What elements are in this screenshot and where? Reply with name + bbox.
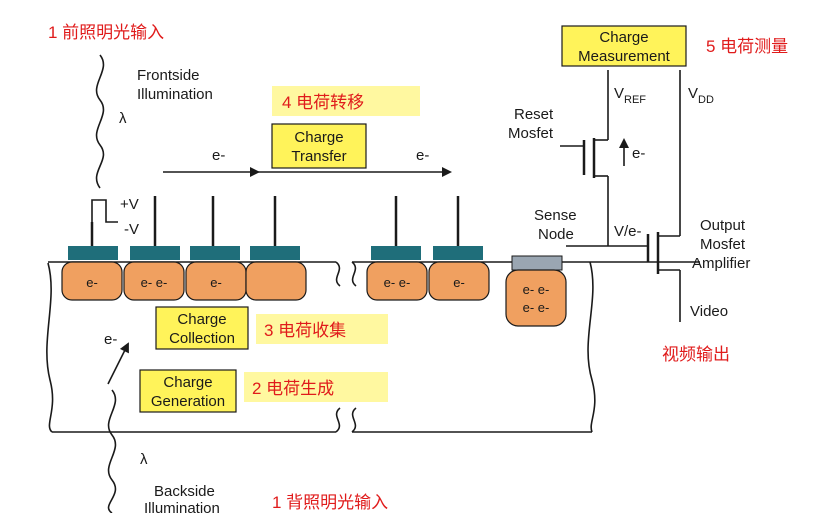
gate-electrode: [68, 246, 118, 260]
svg-text:e-: e-: [210, 275, 222, 290]
measurement-box-line2: Measurement: [578, 48, 671, 65]
backside-cn-label: 1 背照明光输入: [272, 493, 388, 512]
collection-box-line1: Charge: [177, 311, 226, 328]
svg-text:e- e-: e- e-: [523, 300, 550, 315]
generated-electron-label: e-: [104, 331, 117, 348]
generation-box: [139, 369, 237, 413]
generation-box-line1: Charge: [163, 374, 212, 391]
transfer-box: [271, 123, 367, 169]
output-label-line3: Amplifier: [692, 255, 750, 272]
gate-electrode: [371, 246, 421, 260]
sense-label-line2: Node: [538, 226, 574, 243]
measurement-cn-label: 5 电荷测量: [706, 37, 788, 56]
frontside-lambda: λ: [119, 110, 127, 127]
output-label-line2: Mosfet: [700, 236, 746, 253]
vref-label: VREF: [614, 85, 646, 106]
backside-wave: [107, 389, 117, 513]
pixel-well: [245, 261, 307, 301]
pixel-well: e- e-: [123, 261, 185, 301]
sense-label-line1: Sense: [534, 207, 577, 224]
backside-en-line1: Backside: [154, 483, 215, 500]
gate-electrode: [190, 246, 240, 260]
measurement-box-line1: Charge: [599, 29, 648, 46]
transfer-box-line1: Charge: [294, 129, 343, 146]
gate-electrode: [250, 246, 300, 260]
video-cn-label: 视频输出: [662, 345, 730, 364]
svg-text:e-: e-: [86, 275, 98, 290]
pixel-well: e-: [428, 261, 490, 301]
sense-node-well: e- e- e- e-: [505, 269, 567, 327]
plus-v-label: +V: [120, 196, 139, 213]
backside-lambda: λ: [140, 451, 148, 468]
frontside-cn-label: 1 前照明光输入: [48, 23, 164, 42]
transfer-electron-left: e-: [212, 147, 225, 164]
substrate-left-edge: [46, 262, 54, 433]
frontside-en-line2: Illumination: [137, 86, 213, 103]
break-mark: [351, 261, 357, 287]
transfer-cn-label: 4 电荷转移: [282, 93, 364, 112]
reset-electron-label: e-: [632, 145, 645, 162]
break-mark: [351, 407, 357, 433]
svg-text:e- e-: e- e-: [523, 282, 550, 297]
svg-text:e-: e-: [453, 275, 465, 290]
transfer-electron-right: e-: [416, 147, 429, 164]
sense-node-contact: [511, 255, 563, 271]
minus-v-label: -V: [124, 221, 139, 238]
reset-label-line2: Mosfet: [508, 125, 554, 142]
pixel-well: e-: [61, 261, 123, 301]
backside-en-line2: Illumination: [144, 500, 220, 513]
clock-waveform: [91, 199, 118, 223]
transfer-box-line2: Transfer: [291, 148, 346, 165]
gate-electrode: [433, 246, 483, 260]
substrate-right-edge: [587, 261, 596, 433]
break-mark: [335, 407, 341, 433]
output-label-line1: Output: [700, 217, 746, 234]
measurement-box: [561, 25, 687, 67]
break-mark: [335, 261, 341, 287]
v-per-e-label: V/e-: [614, 223, 642, 240]
generation-cn-label: 2 电荷生成: [252, 379, 334, 398]
pixel-well: e-: [185, 261, 247, 301]
gate-electrode: [130, 246, 180, 260]
generation-box-line2: Generation: [151, 393, 225, 410]
frontside-en-line1: Frontside: [137, 67, 200, 84]
frontside-wave: [95, 54, 105, 189]
pixel-well: e- e-: [366, 261, 428, 301]
collection-box: [155, 306, 249, 350]
collection-box-line2: Collection: [169, 330, 235, 347]
electron-drift-arrow: [107, 342, 129, 385]
transfer-cn-highlight: [272, 86, 420, 116]
video-label: Video: [690, 303, 728, 320]
svg-text:e- e-: e- e-: [384, 275, 411, 290]
generation-cn-highlight: [244, 372, 388, 402]
vdd-label: VDD: [688, 85, 714, 106]
svg-text:e- e-: e- e-: [141, 275, 168, 290]
collection-cn-highlight: [256, 314, 388, 344]
reset-label-line1: Reset: [514, 106, 554, 123]
collection-cn-label: 3 电荷收集: [264, 321, 346, 340]
